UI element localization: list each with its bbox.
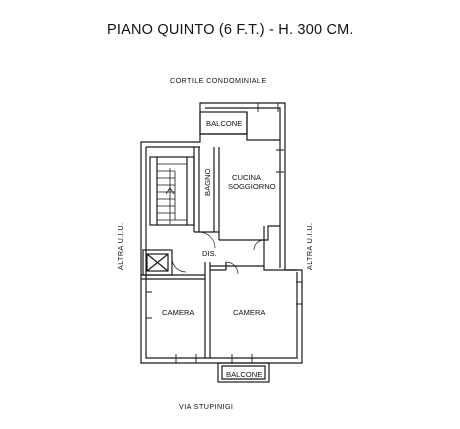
plan-title: PIANO QUINTO (6 F.T.) - H. 300 CM. xyxy=(107,22,354,38)
label-camera-left: CAMERA xyxy=(162,308,195,317)
label-cortile: CORTILE CONDOMINIALE xyxy=(170,76,267,85)
plan-walls xyxy=(140,102,303,383)
label-balcone-top: BALCONE xyxy=(206,119,242,128)
label-via: VIA STUPINIGI xyxy=(179,402,233,411)
label-dis: DIS. xyxy=(202,249,217,258)
label-cucina: CUCINA xyxy=(232,173,262,182)
label-altra-uiu-left: ALTRA U.I.U. xyxy=(116,223,125,270)
label-camera-right: CAMERA xyxy=(233,308,266,317)
label-bagno: BAGNO xyxy=(203,168,212,196)
label-balcone-bottom: BALCONE xyxy=(226,370,262,379)
label-soggiorno: SOGGIORNO xyxy=(228,182,276,191)
label-altra-uiu-right: ALTRA U.I.U. xyxy=(305,223,314,270)
